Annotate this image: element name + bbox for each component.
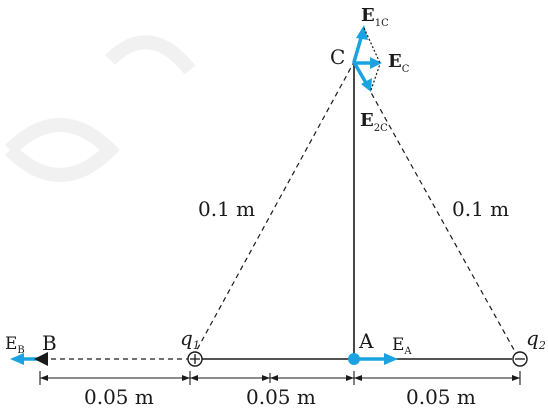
label-e-b: EB (5, 334, 25, 356)
label-e-1c: E1C (361, 5, 389, 29)
side-c-to-q2 (353, 61, 519, 358)
side-q1-to-c (192, 61, 355, 358)
vector-e-2c (353, 62, 372, 92)
vector-e-c (354, 57, 382, 69)
label-dim-q1-a: 0.05 m (246, 385, 316, 409)
construction-e2c-to-ec (370, 63, 381, 91)
label-e-a: EA (392, 335, 412, 357)
label-dim-b-q1: 0.05 m (84, 385, 154, 409)
label-side-left: 0.1 m (198, 197, 255, 221)
point-a-dot (348, 353, 360, 365)
watermark (5, 35, 196, 182)
charge-q1 (187, 351, 203, 367)
label-dim-a-q2: 0.05 m (406, 385, 476, 409)
charge-q2 (512, 351, 528, 367)
label-q1: q1 (180, 326, 200, 352)
construction-e1c-to-ec (363, 27, 381, 64)
label-point-b: B (42, 331, 57, 355)
label-e-2c: E2C (360, 110, 388, 134)
label-side-right: 0.1 m (452, 197, 509, 221)
label-point-c: C (330, 45, 345, 69)
label-point-a: A (358, 329, 374, 353)
dimension-line (39, 371, 521, 385)
arrowhead-b (34, 352, 48, 366)
vector-e-1c (352, 25, 368, 64)
vector-e-a (354, 353, 398, 365)
label-q2: q2 (526, 326, 546, 352)
label-e-c: EC (388, 51, 410, 75)
